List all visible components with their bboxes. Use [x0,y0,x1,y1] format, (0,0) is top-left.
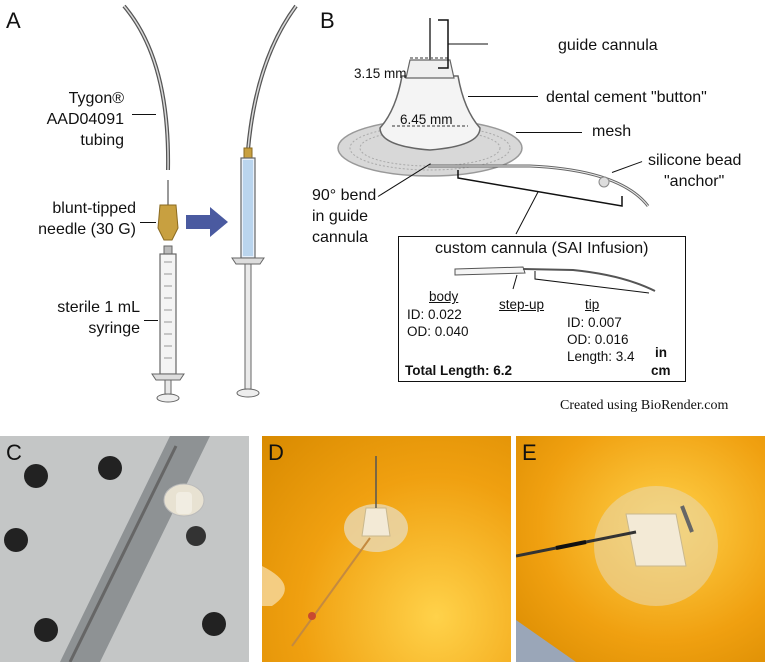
photo-panel-d: D [262,436,511,662]
dim-top-label: 3.15 mm [354,66,407,81]
panel-label-d: D [268,440,284,465]
arrow-icon [186,207,228,237]
inset-stepup-label: step-up [499,297,545,312]
inset-unit-in: in [655,345,667,360]
panel-b-illustration [337,18,650,235]
inset-body-od: OD: 0.040 [407,324,469,339]
bead-label-1: silicone bead [648,152,742,169]
panel-label-b: B [320,8,335,33]
inset-body-label: body [429,289,459,304]
syringe-label-2: syringe [88,320,140,337]
mesh-leader-line [516,132,582,133]
panel-label-e: E [522,440,537,465]
panel-label-a: A [6,8,21,33]
needle-label-1: blunt-tipped [52,200,136,217]
photo-panel-c: C [0,436,249,662]
needle-label-2: needle (30 G) [38,221,136,238]
silicone-bead [598,176,610,188]
inset-tip-id: ID: 0.007 [567,315,622,330]
tubing-label-2: AAD04091 [46,111,124,128]
tubing-leader-line [132,114,156,115]
dental-cement-button [379,75,481,151]
credit-text: Created using BioRender.com [560,398,729,413]
guide-cannula-label: guide cannula [558,37,658,54]
inset-tip-length: Length: 3.4 [567,349,635,364]
syringe-label-1: sterile 1 mL [57,299,140,316]
bend-label-3: cannula [312,229,369,246]
custom-cannula-inset: custom cannula (SAI Infusion) body ID: 0… [398,236,686,382]
photo-panel-e: E [516,436,765,662]
syringe-left [151,245,185,403]
inset-cannula-drawing [454,266,656,294]
button-leader-line [468,96,538,97]
inset-title: custom cannula (SAI Infusion) [435,240,649,257]
bead-label-2: "anchor" [664,173,725,190]
inset-total-length: Total Length: 6.2 [405,363,512,378]
bend-label-1: 90° bend [312,187,377,204]
syringe-right [231,157,265,398]
panel-label-c: C [6,440,22,465]
inset-tip-label: tip [585,297,600,312]
tubing-label-1: Tygon® [68,90,124,107]
syringe-leader-line [144,320,158,321]
inset-tip-od: OD: 0.016 [567,332,629,347]
tubing-right [246,4,298,151]
inset-unit-cm: cm [651,363,671,378]
inset-body-id: ID: 0.022 [407,307,462,322]
tubing-label-3: tubing [80,132,124,149]
needle-hub [157,204,179,241]
mesh-label: mesh [592,123,632,140]
button-label: dental cement "button" [546,89,707,106]
panel-a-illustration [122,4,298,403]
dim-base-label: 6.45 mm [400,112,453,127]
bend-label-2: in guide [312,208,369,225]
needle-leader-line [140,222,156,223]
